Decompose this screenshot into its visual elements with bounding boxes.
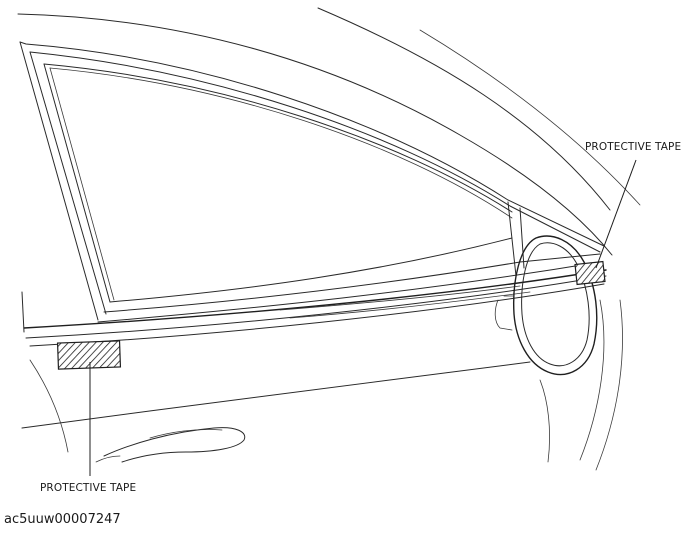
protective-tape-label-right: PROTECTIVE TAPE	[585, 141, 682, 153]
protective-tape-right	[574, 260, 606, 286]
protective-tape-label-left: PROTECTIVE TAPE	[40, 482, 137, 494]
image-code: ac5uuw00007247	[4, 512, 121, 527]
mirror-base-pillar	[507, 201, 525, 277]
protective-tape-left	[56, 340, 122, 370]
door-handle	[95, 427, 246, 463]
leader-line-right	[595, 159, 637, 269]
side-mirror	[494, 235, 598, 376]
door-frame	[19, 41, 605, 321]
belt-line	[23, 237, 607, 347]
roof-outline	[17, 7, 641, 256]
door-panel	[21, 291, 623, 471]
